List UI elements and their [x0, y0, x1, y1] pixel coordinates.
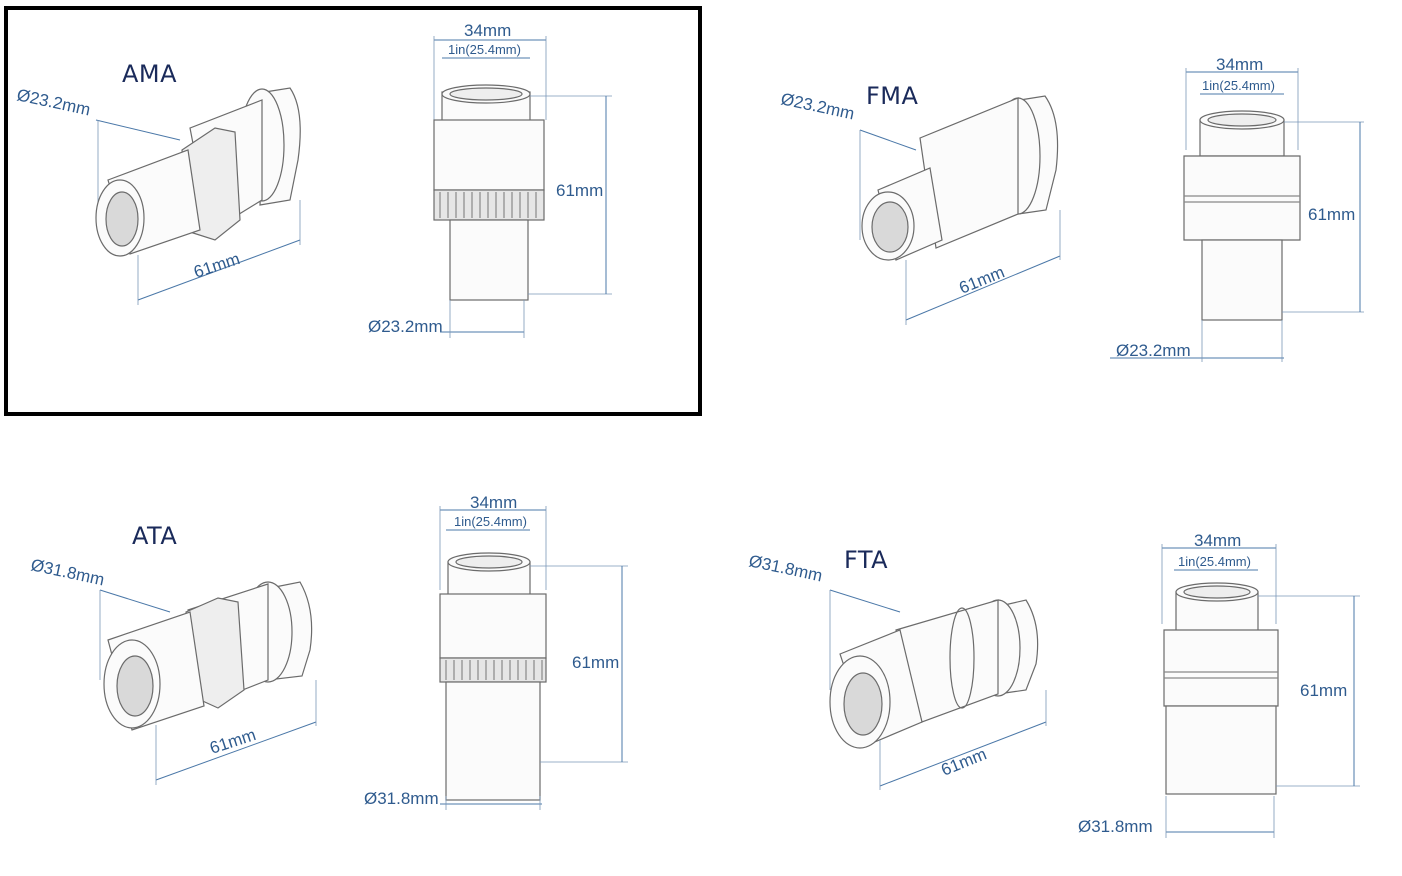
front-inner-fma: 1in(25.4mm): [1202, 78, 1275, 93]
iso-adapter-fma: [861, 95, 1059, 261]
iso-adapter-ama: [95, 87, 301, 257]
knurl-ata: [445, 660, 543, 680]
iso-diameter-ama: Ø23.2mm: [15, 85, 92, 119]
iso-length-ama: 61mm: [191, 249, 242, 282]
front-diameter-ama: Ø23.2mm: [368, 317, 443, 336]
iso-length-fma: 61mm: [956, 262, 1007, 297]
iso-length-fta: 61mm: [938, 744, 989, 779]
front-inner-ama: 1in(25.4mm): [448, 42, 521, 57]
panel-fta: Ø31.8mm 61mm 34mm 1in(25.4mm) 61mm Ø31.8…: [747, 531, 1360, 838]
front-diameter-ata: Ø31.8mm: [364, 789, 439, 808]
iso-length-ata: 61mm: [207, 725, 258, 758]
panel-label-fma: FMA: [866, 82, 919, 110]
front-height-fma: 61mm: [1308, 205, 1355, 224]
panel-ama: Ø23.2mm 61mm 34mm 1in(25.4mm) 6: [15, 21, 612, 338]
panel-label-fta: FTA: [844, 546, 889, 574]
knurl-ama: [439, 192, 537, 218]
iso-diameter-fta: Ø31.8mm: [747, 551, 824, 585]
iso-diameter-ata: Ø31.8mm: [29, 555, 106, 589]
iso-diameter-fma: Ø23.2mm: [779, 89, 856, 123]
iso-adapter-ata: [103, 581, 313, 731]
front-width-ama: 34mm: [464, 21, 511, 40]
front-adapter-fma: [1183, 110, 1301, 321]
panel-ata: Ø31.8mm 61mm 34mm 1in(25.4mm) 61mm: [29, 493, 628, 810]
front-height-ama: 61mm: [556, 181, 603, 200]
front-adapter-ama: [433, 84, 545, 301]
front-inner-ata: 1in(25.4mm): [454, 514, 527, 529]
front-width-ata: 34mm: [470, 493, 517, 512]
front-height-fta: 61mm: [1300, 681, 1347, 700]
front-height-ata: 61mm: [572, 653, 619, 672]
front-diameter-fma: Ø23.2mm: [1116, 341, 1191, 360]
front-width-fta: 34mm: [1194, 531, 1241, 550]
front-adapter-ata: [439, 552, 547, 801]
front-diameter-fta: Ø31.8mm: [1078, 817, 1153, 836]
front-adapter-fta: [1163, 582, 1279, 795]
front-inner-fta: 1in(25.4mm): [1178, 554, 1251, 569]
iso-adapter-fta: [829, 599, 1039, 749]
front-width-fma: 34mm: [1216, 55, 1263, 74]
panel-label-ama: AMA: [122, 60, 178, 88]
panel-fma: Ø23.2mm 61mm 34mm 1in(25.4mm) 61mm Ø23.2…: [779, 55, 1364, 362]
panel-label-ata: ATA: [132, 522, 178, 550]
